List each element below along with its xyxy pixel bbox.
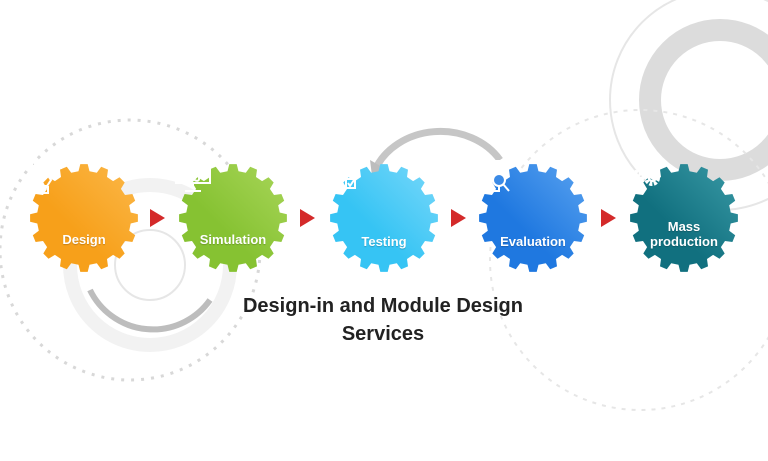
step-label: Mass production (624, 219, 744, 249)
arrow-right-icon (601, 209, 616, 227)
gear-body (330, 164, 438, 272)
gear-body (630, 164, 738, 272)
gear-checkbox-icon (332, 161, 356, 189)
gear-shape (179, 164, 287, 272)
clipboard-search-icon (478, 158, 510, 192)
step-label: Simulation (199, 232, 267, 247)
step-label: Design (62, 232, 106, 247)
step-design: Design (24, 158, 144, 278)
step-testing: Testing (324, 158, 444, 278)
arrow-right-icon (150, 209, 165, 227)
step-label-line2: production (650, 234, 718, 249)
gear-body (479, 164, 587, 272)
gear-shape (330, 164, 438, 272)
step-mass-production: Mass production (624, 158, 744, 278)
gear-body (179, 164, 287, 272)
gear-shape (630, 164, 738, 272)
gear-shape (30, 164, 138, 272)
step-label: Testing (361, 234, 407, 249)
step-evaluation: Evaluation (473, 158, 593, 278)
step-label: Evaluation (500, 234, 566, 249)
arrow-right-icon (451, 209, 466, 227)
diagram-title: Design-in and Module Design Services (242, 295, 523, 345)
pen-tool-icon (26, 162, 62, 194)
step-label-line1: Mass (667, 219, 701, 234)
step-simulation: Simulation (173, 158, 293, 278)
arrow-right-icon (300, 209, 315, 227)
gears-icon (628, 160, 660, 186)
gear-body (30, 164, 138, 272)
monitor-atom-icon (175, 160, 211, 192)
gear-shape (479, 164, 587, 272)
